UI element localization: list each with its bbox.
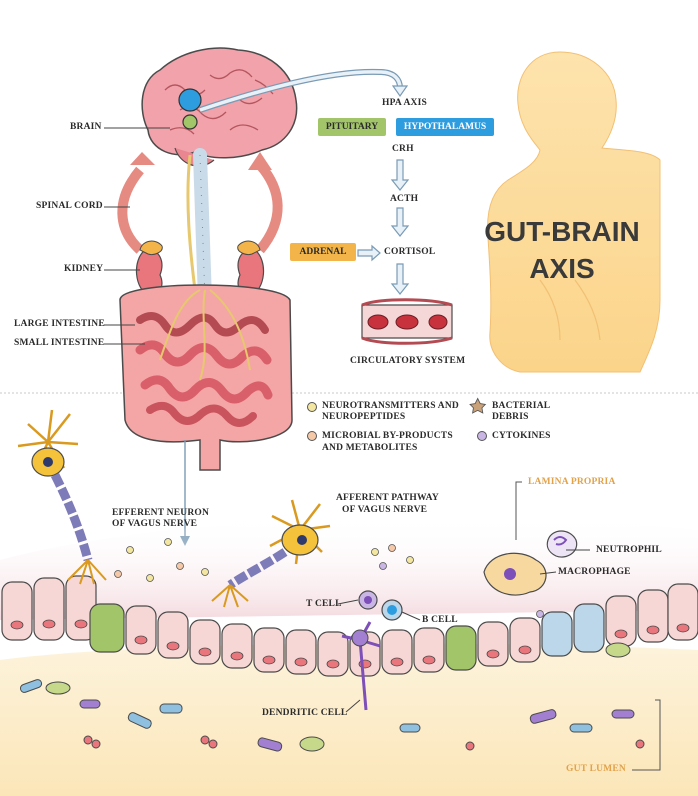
main-title-line-2: AXIS <box>529 253 595 284</box>
nuclei <box>10 619 690 669</box>
t-cell-label: T CELL <box>306 599 342 609</box>
brain-label: BRAIN <box>70 122 102 132</box>
hypothalamus-box: HYPOTHALAMUS <box>396 118 494 136</box>
efferent-neuron-label-line-1: EFFERENT NEURON <box>112 508 210 518</box>
legend-markers <box>307 397 487 441</box>
efferent-neuron-label-line-2: OF VAGUS NERVE <box>112 519 198 529</box>
efferent-neuron <box>17 409 107 585</box>
immune-cells <box>341 530 578 711</box>
hypothalamus-marker <box>178 88 202 112</box>
acth-label: ACTH <box>390 194 419 204</box>
spinal-cord <box>186 148 212 307</box>
legend-neurotransmitters-line-2: NEUROPEPTIDES <box>322 412 406 422</box>
legend-bacterial-line-1: BACTERIAL <box>492 401 551 411</box>
kidney-label: KIDNEY <box>64 264 104 274</box>
dendritic-cell-label: DENDRITIC CELL <box>262 708 348 718</box>
hpa-arrows <box>357 159 410 295</box>
epithelium <box>1 575 698 677</box>
gut-lumen-region <box>0 643 698 796</box>
legend-bacterial-line-2: DEBRIS <box>492 412 529 422</box>
blood-vessel <box>361 298 453 345</box>
pituitary-box: PITUITARY <box>318 118 386 136</box>
lamina-propria-label: LAMINA PROPRIA <box>528 477 616 487</box>
intestines <box>119 284 293 471</box>
macrophage-label: MACROPHAGE <box>558 567 631 577</box>
signal-dots <box>114 538 544 618</box>
descending-arrow <box>117 166 144 254</box>
circulatory-system-label: CIRCULATORY SYSTEM <box>350 356 466 366</box>
adrenal-box: ADRENAL <box>290 243 356 261</box>
legend-cytokines: CYTOKINES <box>492 431 551 441</box>
afferent-pathway-label-line-1: AFFERENT PATHWAY <box>336 493 439 503</box>
brain <box>141 47 298 167</box>
large-intestine-label: LARGE INTESTINE <box>14 319 105 329</box>
legend-neurotransmitters-line-1: NEUROTRANSMITTERS AND <box>322 401 459 411</box>
legend-microbial-line-2: AND METABOLITES <box>322 443 418 453</box>
main-title-line-1: GUT-BRAIN <box>484 216 640 247</box>
b-cell-label: B CELL <box>422 615 458 625</box>
neutrophil-label: NEUTROPHIL <box>596 545 662 555</box>
kidneys <box>136 240 264 297</box>
dendritic-cell <box>341 621 381 711</box>
pituitary-marker <box>182 114 198 130</box>
hpa-axis-label: HPA AXIS <box>382 98 427 108</box>
afferent-pathway-label-line-2: OF VAGUS NERVE <box>342 505 428 515</box>
small-intestine-label: SMALL INTESTINE <box>14 338 105 348</box>
cortisol-label: CORTISOL <box>384 247 436 257</box>
body-silhouette <box>487 51 661 373</box>
afferent-neuron <box>211 499 331 608</box>
crh-label: CRH <box>392 144 414 154</box>
bacteria <box>19 642 645 752</box>
ascending-arrow <box>256 161 283 254</box>
gut-lumen-label: GUT LUMEN <box>566 764 626 774</box>
spinal-cord-label: SPINAL CORD <box>36 201 103 211</box>
organ-leader-lines <box>104 127 170 345</box>
legend-microbial-line-1: MICROBIAL BY-PRODUCTS <box>322 431 453 441</box>
